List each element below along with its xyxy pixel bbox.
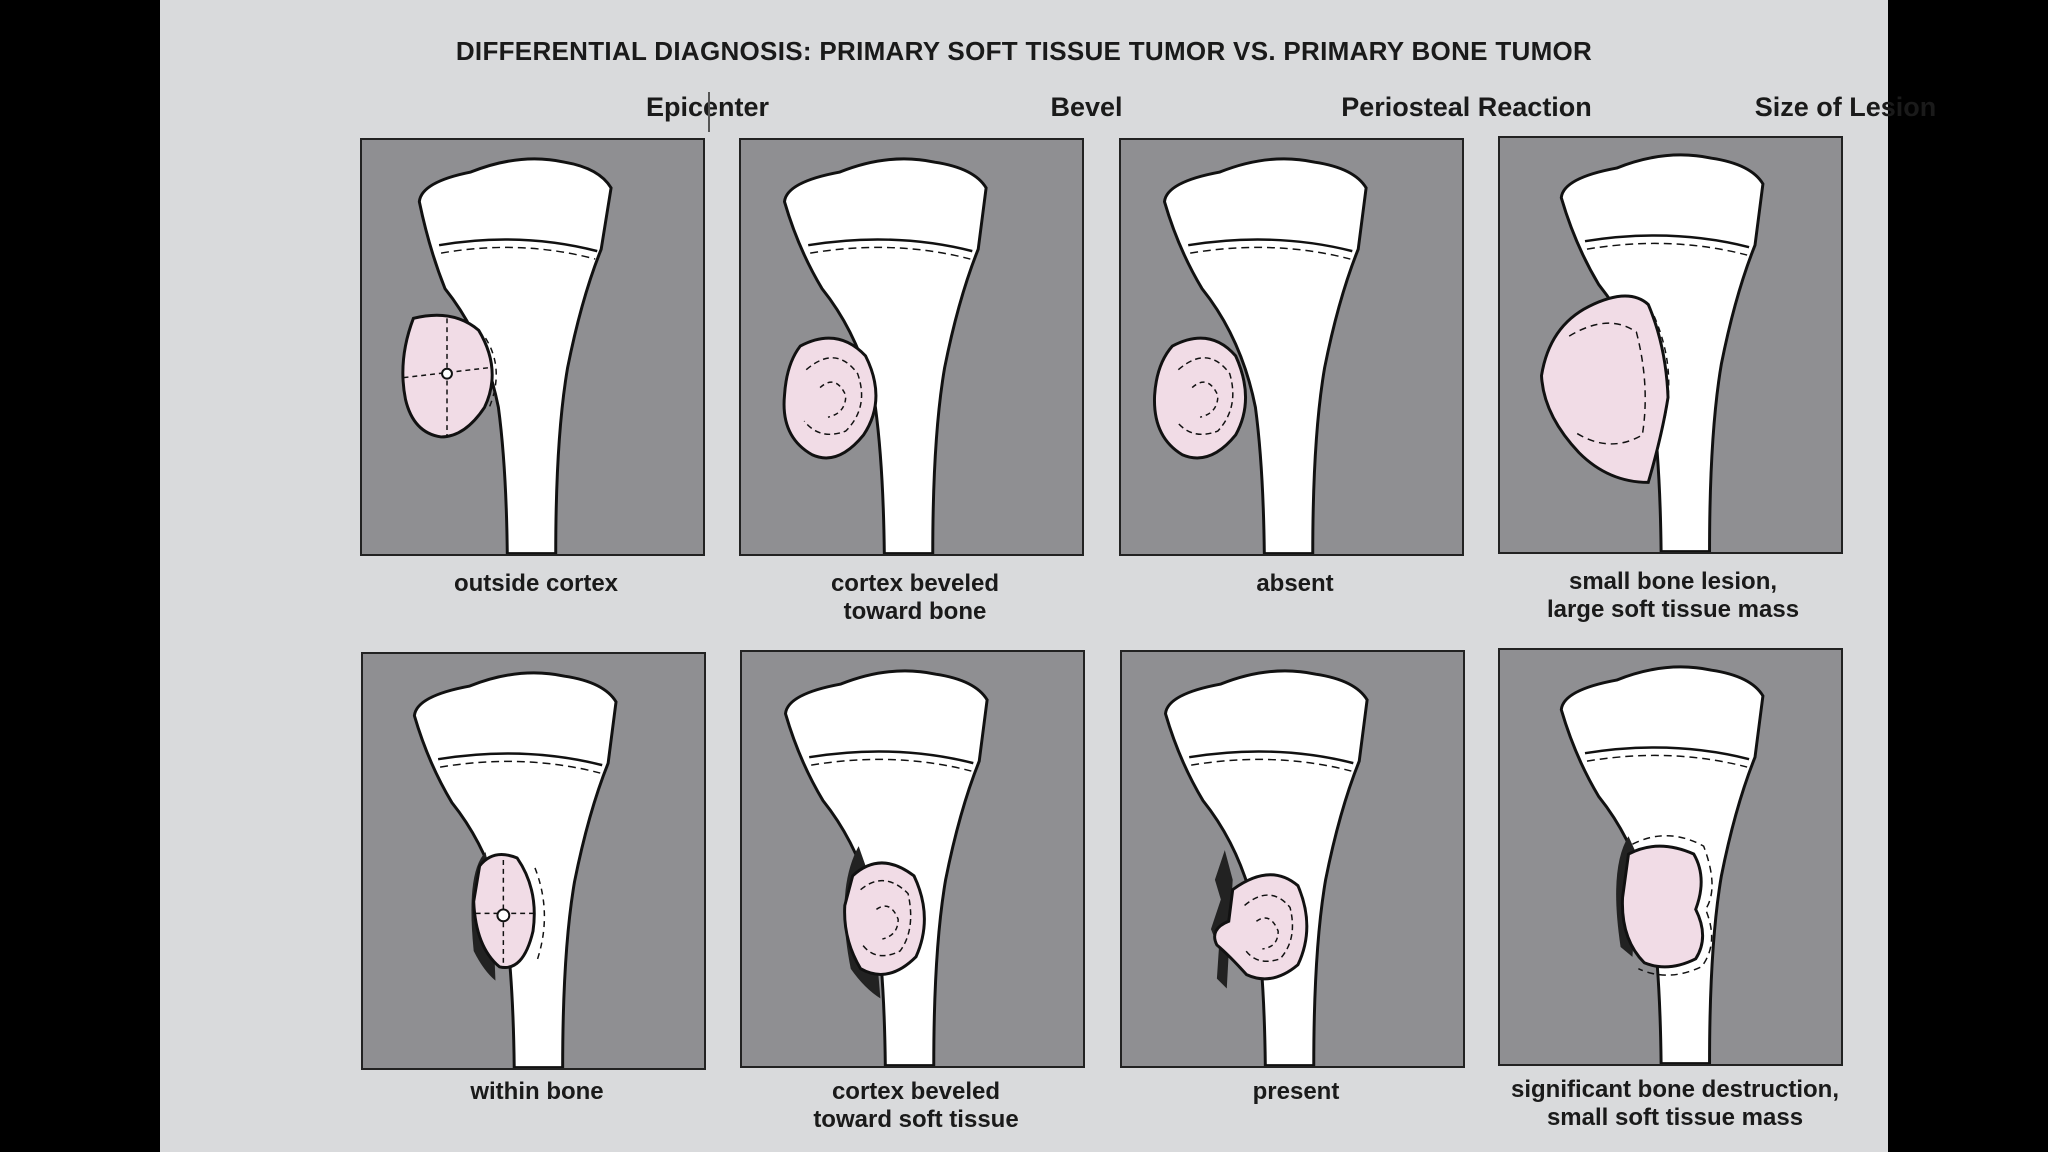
bone-illustration [1153,157,1368,554]
caption-line: toward soft tissue [813,1106,1019,1133]
caption-outside-cortex: outside cortex [356,570,716,598]
panel-bone-bevel [740,650,1085,1068]
diagram-figure: DIFFERENTIAL DIAGNOSIS: PRIMARY SOFT TIS… [160,0,1936,1152]
bone-illustration [1163,669,1369,1066]
caption-line: cortex beveled [831,1078,1001,1105]
bone-illustration [412,671,618,1068]
caption-line: cortex beveled [830,570,1000,597]
caption-absent: absent [1115,570,1475,598]
column-header-periosteal-reaction: Periosteal Reaction [1341,92,1592,122]
caption-line: absent [1256,570,1334,597]
bone-illustration [1540,153,1765,552]
caption-cortex-beveled-toward-bone: cortex beveled toward bone [735,570,1095,626]
panel-bone-size [1498,648,1843,1066]
panel-soft-epicenter [360,138,705,556]
caption-line: within bone [470,1078,604,1105]
bone-illustration [1559,665,1765,1064]
caption-small-bone-lesion: small bone lesion, large soft tissue mas… [1493,568,1853,624]
panel-bone-periosteal [1120,650,1465,1068]
column-header-size-of-lesion: Size of Lesion [1754,92,1937,122]
caption-present: present [1116,1078,1476,1106]
column-header-epicenter: Epicenter [535,92,880,123]
panel-soft-bevel [739,138,1084,556]
caption-line: present [1252,1078,1340,1105]
caption-significant-bone-destruction: significant bone destruction, small soft… [1495,1076,1855,1132]
panel-soft-periosteal [1119,138,1464,556]
caption-cortex-beveled-toward-soft-tissue: cortex beveled toward soft tissue [736,1078,1096,1134]
caption-line: outside cortex [453,570,619,597]
bone-illustration [782,157,988,554]
bone-illustration [401,157,613,554]
caption-line: toward bone [843,598,987,625]
bone-illustration [783,669,989,1066]
panel-soft-size [1498,136,1843,554]
diagram-title: DIFFERENTIAL DIAGNOSIS: PRIMARY SOFT TIS… [455,36,1593,66]
panel-bone-epicenter [361,652,706,1070]
caption-line: significant bone destruction, [1510,1076,1840,1103]
caption-line: small bone lesion, [1568,568,1778,595]
column-header-bevel: Bevel [1050,92,1123,122]
header-divider [708,92,710,132]
caption-within-bone: within bone [357,1078,717,1106]
caption-line: large soft tissue mass [1546,596,1800,623]
caption-line: small soft tissue mass [1546,1104,1804,1131]
